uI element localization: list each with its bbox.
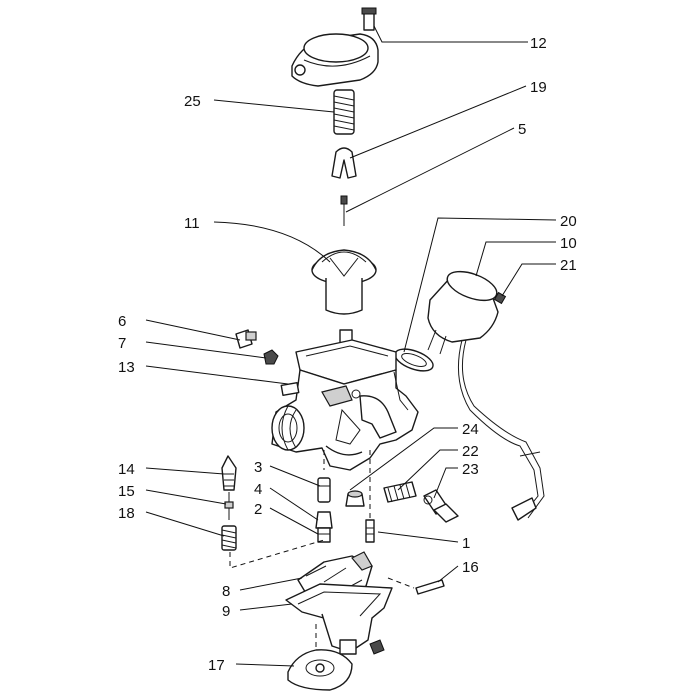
callout-7: 7 <box>118 335 126 352</box>
pilot-screw-part <box>235 329 257 349</box>
diaphragm-slide-part <box>311 249 377 315</box>
auto-choke-part <box>427 270 545 521</box>
callout-5: 5 <box>518 121 526 138</box>
callout-6: 6 <box>118 313 126 330</box>
needle-jet-part <box>317 477 331 503</box>
float-pin-part <box>415 579 445 595</box>
callout-14: 14 <box>118 461 135 478</box>
callout-1: 1 <box>462 535 470 552</box>
idle-screw-part <box>221 455 237 491</box>
assembly-guide-lines <box>229 450 415 650</box>
callout-11: 11 <box>184 215 200 232</box>
top-cover-part <box>291 7 379 87</box>
callout-2: 2 <box>254 501 262 518</box>
pilot-jet-part <box>317 527 331 543</box>
spring-part <box>333 89 355 135</box>
bowl-gasket-part <box>287 649 353 691</box>
choke-plunger-part <box>423 489 459 523</box>
callout-10: 10 <box>560 235 577 252</box>
main-jet-part <box>315 511 333 529</box>
callout-25: 25 <box>184 93 201 110</box>
callout-20: 20 <box>560 213 577 230</box>
jet-needle-part <box>340 195 348 226</box>
callout-4: 4 <box>254 481 262 498</box>
callout-21: 21 <box>560 257 577 274</box>
callout-labels: 12 25 19 5 11 20 10 21 6 7 13 24 22 23 1… <box>118 35 577 674</box>
idle-spring-part <box>221 525 237 551</box>
callout-19: 19 <box>530 79 547 96</box>
gasket-ring-part <box>394 348 434 372</box>
callout-13: 13 <box>118 359 135 376</box>
carburetor-body-part <box>271 329 419 471</box>
leader-lines <box>145 25 557 667</box>
callout-3: 3 <box>254 459 262 476</box>
washer-part <box>224 492 234 520</box>
callout-22: 22 <box>462 443 479 460</box>
float-needle-part <box>365 519 375 543</box>
callout-8: 8 <box>222 583 230 600</box>
callout-12: 12 <box>530 35 547 52</box>
choke-spring-part <box>383 481 417 503</box>
callout-16: 16 <box>462 559 479 576</box>
callout-9: 9 <box>222 603 230 620</box>
callout-18: 18 <box>118 505 135 522</box>
callout-24: 24 <box>462 421 479 438</box>
callout-17: 17 <box>208 657 225 674</box>
float-bowl-part <box>285 583 393 655</box>
callout-23: 23 <box>462 461 479 478</box>
needle-clip-part <box>331 147 357 179</box>
pilot-nut-part <box>263 349 279 365</box>
callout-15: 15 <box>118 483 135 500</box>
needle-valve-part <box>345 490 365 507</box>
